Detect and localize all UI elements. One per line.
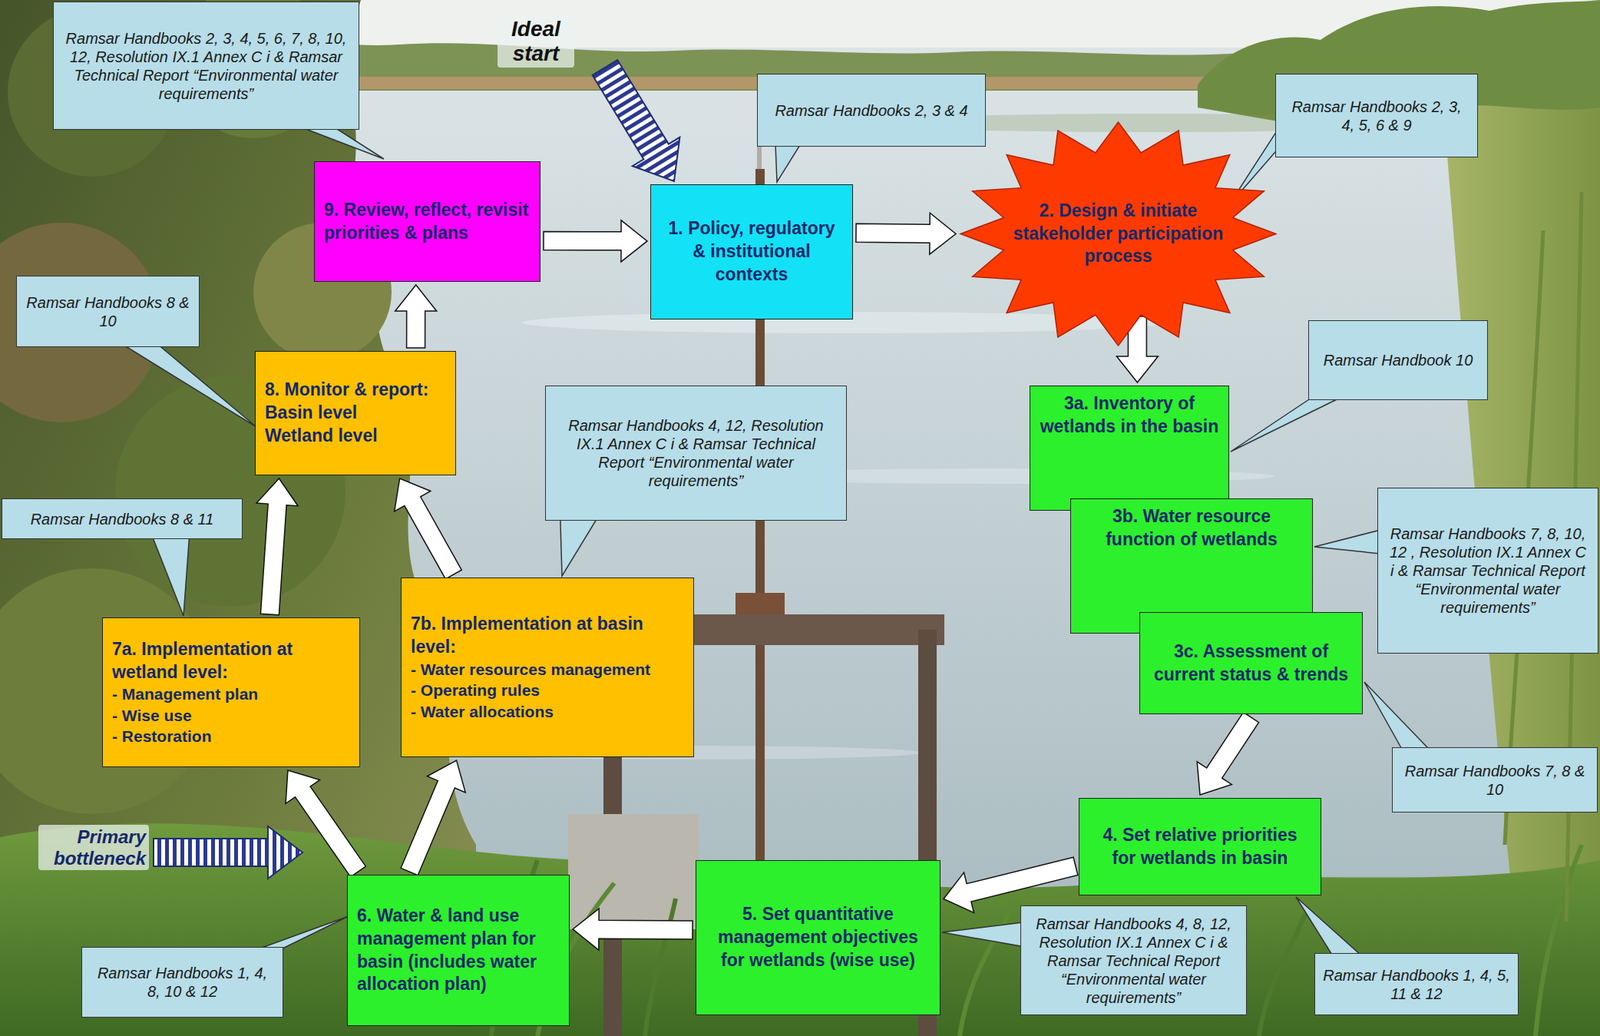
reference-text: Ramsar Handbooks 8 & 11 [9, 509, 235, 529]
process-box: 8. Monitor & report:Basin levelWetland l… [254, 350, 457, 476]
callout-tail [1364, 681, 1434, 754]
process-box: 6. Water & land use management plan for … [347, 874, 570, 1026]
grass-blade [644, 898, 676, 1036]
starburst-box: 2. Design & initiate stakeholder partici… [958, 120, 1278, 348]
step-label: 3a. Inventory of wetlands in the basin [1039, 392, 1220, 439]
step-label: 6. Water & land use management plan for … [357, 904, 560, 997]
callout-bubble: Ramsar Handbooks 1, 4, 8, 10 & 12 [81, 946, 284, 1018]
starburst-shape [960, 122, 1277, 346]
reference-text: Ramsar Handbooks 1, 4, 8, 10 & 12 [89, 963, 275, 1001]
process-box: 7a. Implementation at wetland level:- Ma… [102, 617, 361, 767]
block-arrow [395, 284, 437, 348]
reference-text: Ramsar Handbooks 4, 8, 12, Resolution IX… [1028, 914, 1239, 1007]
bottleneck-arrow [153, 826, 303, 879]
step-label: 1. Policy, regulatory & institutional co… [660, 217, 843, 287]
step-label: 4. Set relative priorities for wetlands … [1088, 823, 1312, 870]
callout-tail [942, 921, 1027, 947]
reference-text: Ramsar Handbooks 1, 4, 5, 11 & 12 [1322, 965, 1511, 1003]
process-box: 3a. Inventory of wetlands in the basin [1029, 385, 1230, 511]
process-box: 7b. Implementation at basin level:- Wate… [400, 577, 695, 758]
reference-text: Ramsar Handbooks 2, 3 & 4 [765, 101, 978, 120]
step-label: - Water allocations [410, 700, 685, 722]
block-arrow [572, 908, 693, 950]
callout-tail [1230, 393, 1348, 452]
callout-bubble: Ramsar Handbooks 1, 4, 5, 11 & 12 [1314, 952, 1519, 1015]
step-label: 7b. Implementation at basin level: [410, 612, 685, 659]
foreground-grass [0, 823, 1600, 1036]
callout-bubble: Ramsar Handbooks 8 & 11 [1, 498, 243, 539]
ideal-start-arrow [592, 59, 681, 182]
sluice-handle [735, 592, 785, 615]
block-arrow [394, 478, 463, 579]
process-box: 4. Set relative priorities for wetlands … [1078, 797, 1322, 896]
process-box: 3c. Assessment of current status & trend… [1139, 611, 1363, 715]
block-arrow [856, 212, 956, 255]
step-label: - Water resources management [410, 658, 685, 680]
concrete-block [568, 813, 699, 929]
step-label: 7a. Implementation at wetland level: [112, 638, 351, 685]
callout-bubble: Ramsar Handbook 10 [1308, 320, 1488, 400]
step-label: 3c. Assessment of current status & trend… [1149, 640, 1353, 687]
callout-tail [151, 532, 190, 616]
callout-tail [1295, 896, 1366, 959]
annotation-label: Primary bottleneck [38, 824, 149, 870]
reference-text: Ramsar Handbooks 4, 12, Resolution IX.1 … [553, 416, 839, 490]
reference-text: Ramsar Handbooks 7, 8, 10, 12 , Resoluti… [1385, 524, 1591, 617]
callout-bubble: Ramsar Handbooks 2, 3, 4, 5, 6, 7, 8, 10… [52, 1, 360, 130]
callout-tail [560, 514, 600, 576]
callout-tail [775, 140, 804, 182]
block-arrow [400, 760, 466, 876]
callout-bubble: Ramsar Handbooks 8 & 10 [16, 275, 200, 348]
block-arrow [285, 770, 366, 877]
block-arrow [543, 220, 648, 262]
step-label: Basin level [264, 401, 447, 425]
step-label: - Restoration [112, 725, 351, 747]
step-label: 5. Set quantitative management objective… [705, 902, 931, 972]
step-label: - Wise use [112, 704, 351, 726]
callout-bubble: Ramsar Handbooks 2, 3, 4, 5, 6 & 9 [1275, 73, 1478, 158]
callout-bubble: Ramsar Handbooks 4, 8, 12, Resolution IX… [1020, 905, 1247, 1015]
reference-text: Ramsar Handbooks 8 & 10 [24, 293, 192, 331]
block-arrow [1196, 711, 1259, 795]
reference-text: Ramsar Handbooks 2, 3, 4, 5, 6, 7, 8, 10… [61, 29, 351, 103]
reference-text: Ramsar Handbook 10 [1316, 350, 1480, 370]
process-box: 9. Review, reflect, revisit priorities &… [314, 161, 541, 282]
grass-blade [1259, 913, 1306, 1036]
reference-text: Ramsar Handbooks 2, 3, 4, 5, 6 & 9 [1283, 97, 1470, 135]
callout-bubble: Ramsar Handbooks 2, 3 & 4 [757, 73, 986, 147]
step-label: Wetland level [264, 424, 447, 448]
step-label: 8. Monitor & report: [264, 378, 447, 402]
step-label: 9. Review, reflect, revisit priorities &… [323, 198, 531, 245]
step-label: - Management plan [112, 683, 351, 705]
callout-tail [1314, 528, 1384, 554]
block-arrow [943, 856, 1078, 913]
step-label: 3b. Water resource function of wetlands [1080, 505, 1303, 552]
process-box: 5. Set quantitative management objective… [695, 859, 941, 1015]
callout-tail [116, 340, 257, 427]
block-arrow [256, 478, 298, 615]
annotation-label: Ideal start [497, 15, 575, 68]
reference-text: Ramsar Handbooks 7, 8 & 10 [1400, 761, 1590, 799]
step-label: 2. Design & initiate stakeholder partici… [1011, 199, 1227, 269]
process-box: 1. Policy, regulatory & institutional co… [650, 184, 853, 320]
callout-bubble: Ramsar Handbooks 7, 8 & 10 [1391, 747, 1598, 813]
grass-blade [1535, 844, 1582, 1036]
step-label: - Operating rules [410, 679, 685, 701]
callout-bubble: Ramsar Handbooks 7, 8, 10, 12 , Resoluti… [1377, 487, 1599, 654]
callout-bubble: Ramsar Handbooks 4, 12, Resolution IX.1 … [545, 385, 847, 521]
